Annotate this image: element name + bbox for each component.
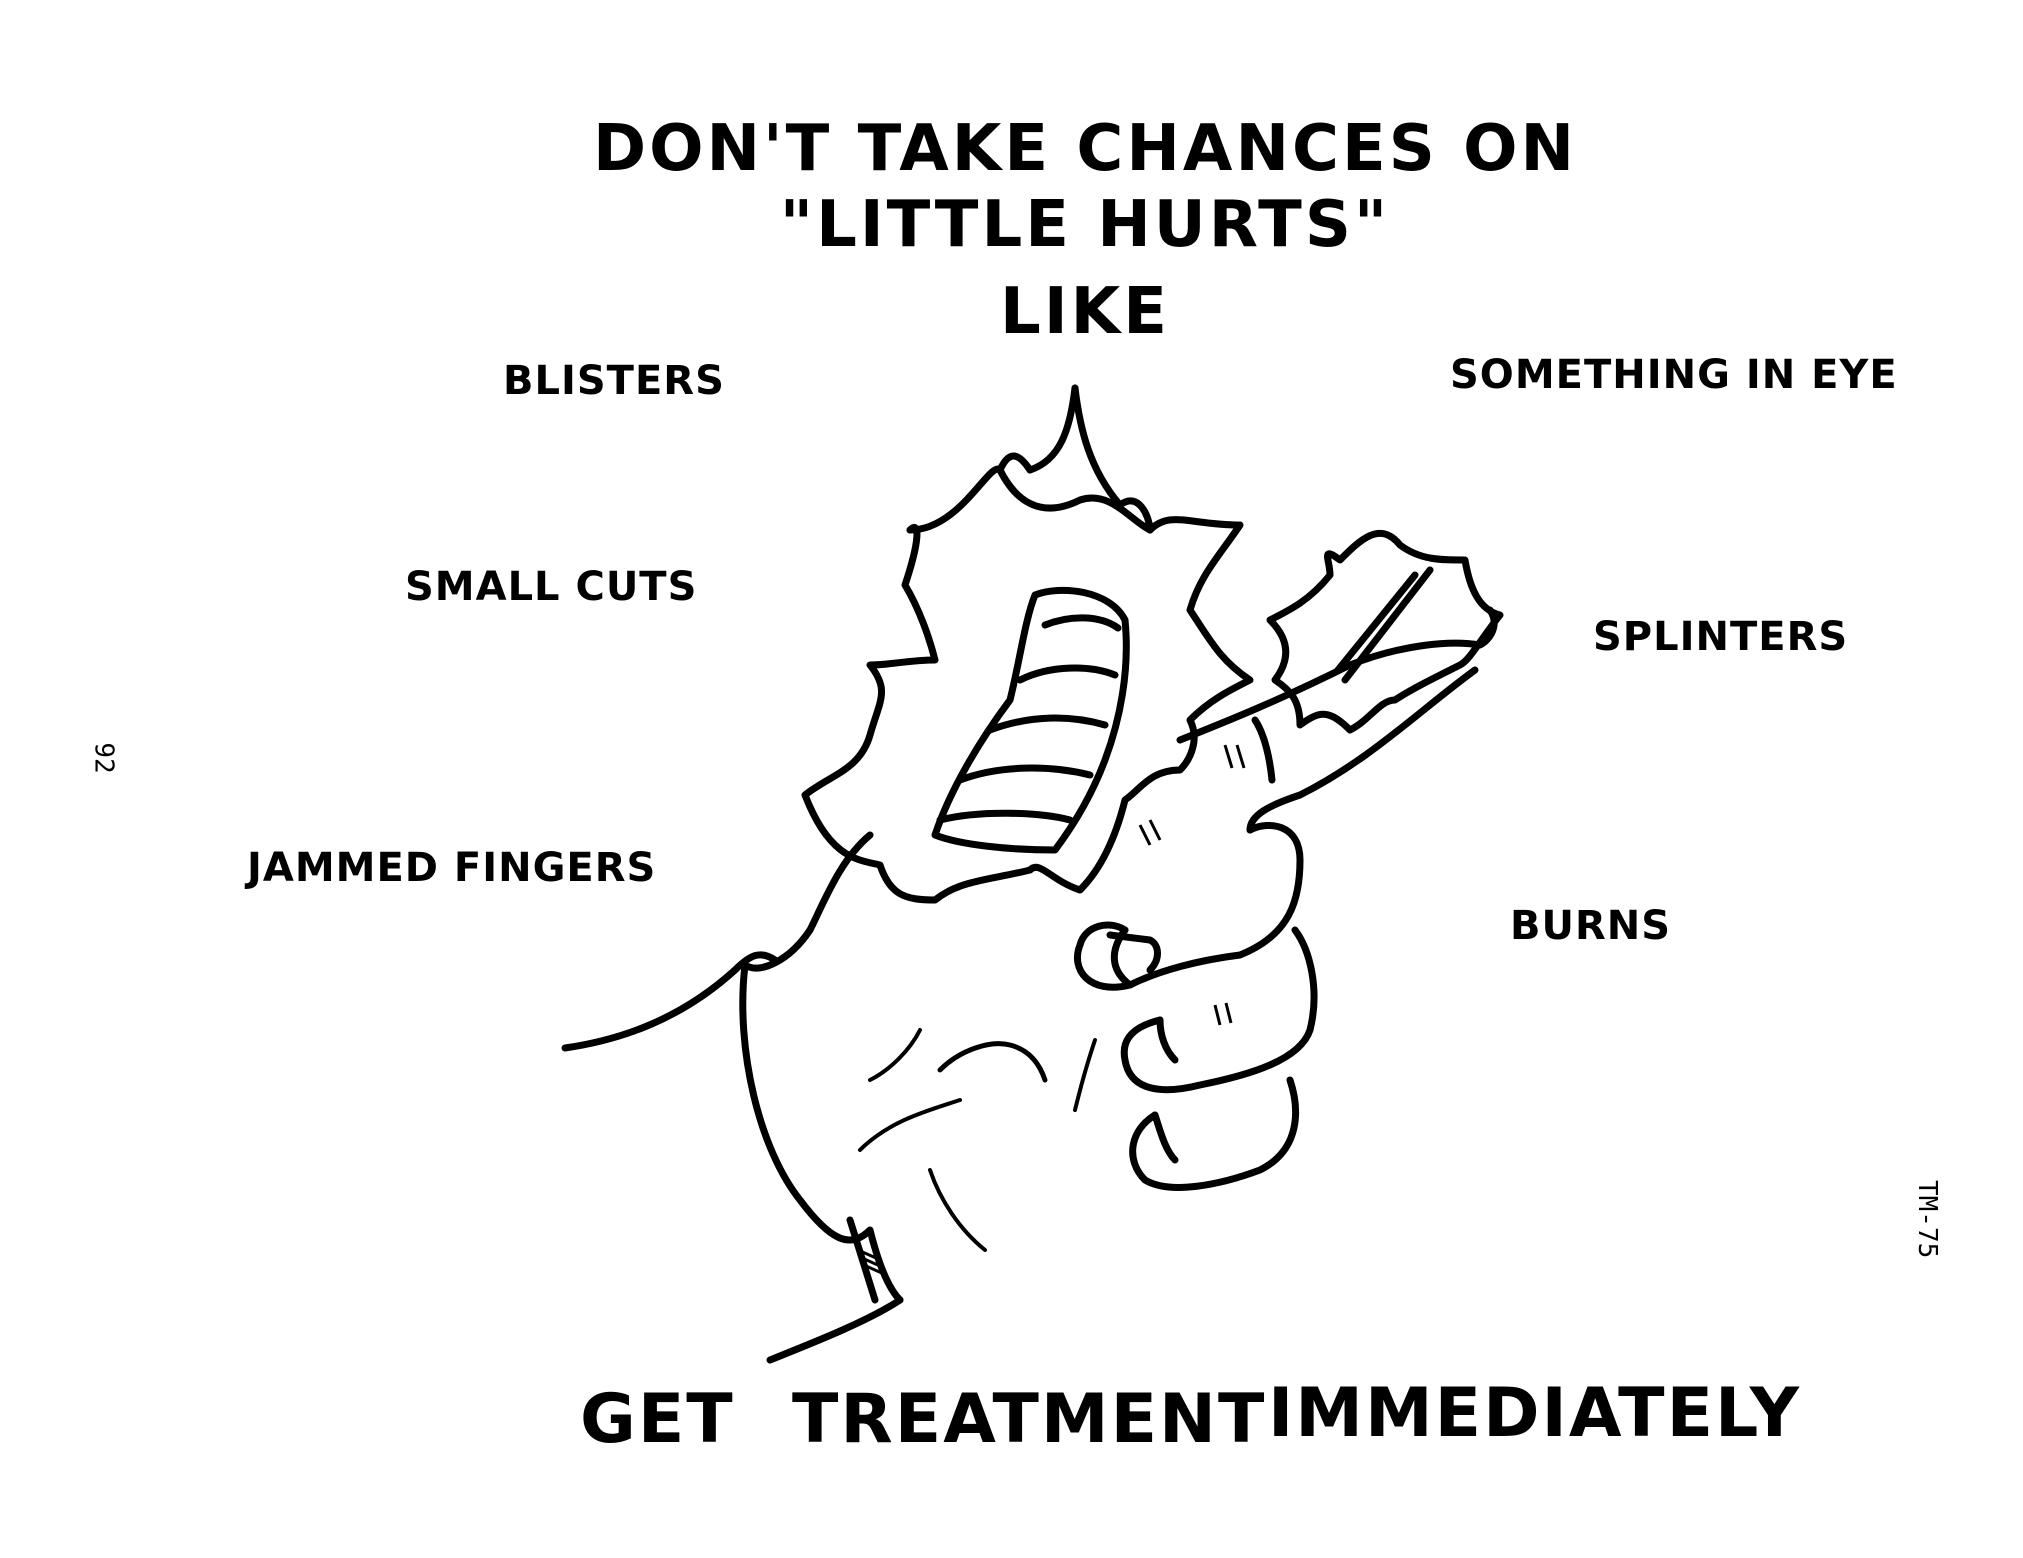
title-line-3: LIKE — [1000, 275, 1170, 349]
label-jammed-fingers: JAMMED FINGERS — [247, 845, 657, 891]
index-finger-icon — [1176, 606, 1498, 834]
fingertip-burst-icon — [1266, 529, 1504, 734]
title-line-1: DON'T TAKE CHANCES ON — [592, 112, 1578, 186]
label-blisters: BLISTERS — [503, 358, 725, 404]
sleeve-icon — [561, 951, 779, 1052]
label-splinters: SPLINTERS — [1593, 614, 1849, 660]
thumb-burst-icon — [801, 384, 1254, 904]
label-something-in-eye: SOMETHING IN EYE — [1450, 352, 1898, 398]
label-small-cuts: SMALL CUTS — [405, 564, 698, 610]
label-burns: BURNS — [1510, 903, 1672, 949]
thumb-bandage-icon — [931, 586, 1130, 854]
curled-finger-2-icon — [1120, 926, 1318, 1094]
hand-back-icon — [739, 831, 904, 1304]
footer-word-immediately: IMMEDIATELY — [1268, 1374, 1801, 1453]
title-line-2: "LITTLE HURTS" — [779, 188, 1391, 262]
curled-finger-3-icon — [1129, 1076, 1299, 1191]
curled-finger-1-icon — [1073, 821, 1304, 991]
footer-word-get: GET — [580, 1380, 735, 1459]
footer-word-treatment: TREATMENT — [792, 1380, 1267, 1459]
